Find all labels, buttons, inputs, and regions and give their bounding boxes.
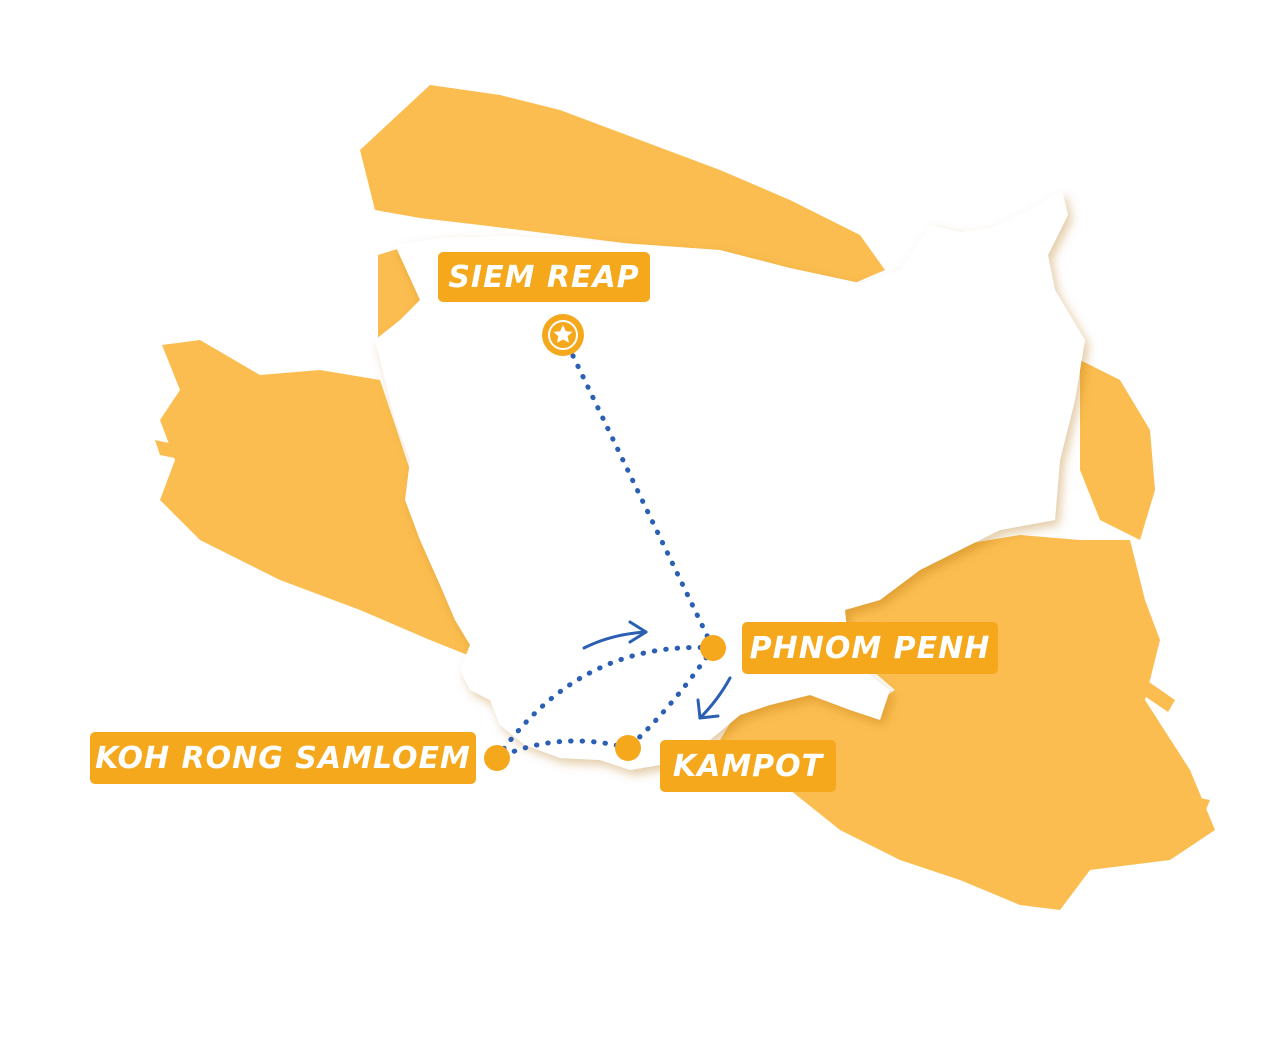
route-lines bbox=[494, 332, 716, 761]
brush-sliver-1 bbox=[155, 440, 340, 490]
marker-phnom-penh bbox=[700, 635, 726, 661]
city-label-siem-reap: SIEM REAP bbox=[438, 252, 650, 302]
brush-sliver-4 bbox=[995, 760, 1210, 812]
brush-sliver-2 bbox=[170, 500, 380, 570]
brush-west bbox=[160, 340, 480, 660]
marker-siem-reap bbox=[542, 314, 584, 356]
direction-arrows bbox=[582, 620, 732, 720]
city-label-kampot: KAMPOT bbox=[660, 740, 836, 792]
city-markers bbox=[484, 314, 726, 771]
city-label-phnom-penh: PHNOM PENH bbox=[742, 622, 998, 674]
marker-koh-rong-samloem bbox=[484, 745, 510, 771]
arrow-down-left-icon bbox=[696, 676, 732, 720]
star-icon bbox=[553, 325, 573, 343]
brush-east bbox=[1080, 360, 1155, 540]
marker-kampot bbox=[615, 735, 641, 761]
city-label-koh-rong-samloem: KOH RONG SAMLOEM bbox=[90, 732, 476, 784]
route-phnom-penh-to-kampot bbox=[625, 645, 716, 751]
arrow-right-icon bbox=[582, 620, 648, 650]
route-koh-rong-to-phnom-penh bbox=[494, 644, 716, 761]
brush-sliver-3 bbox=[1022, 600, 1175, 712]
brush-north bbox=[360, 85, 885, 285]
route-kampot-to-koh-rong bbox=[494, 738, 631, 761]
route-siem-reap-to-phnom-penh bbox=[560, 332, 716, 651]
